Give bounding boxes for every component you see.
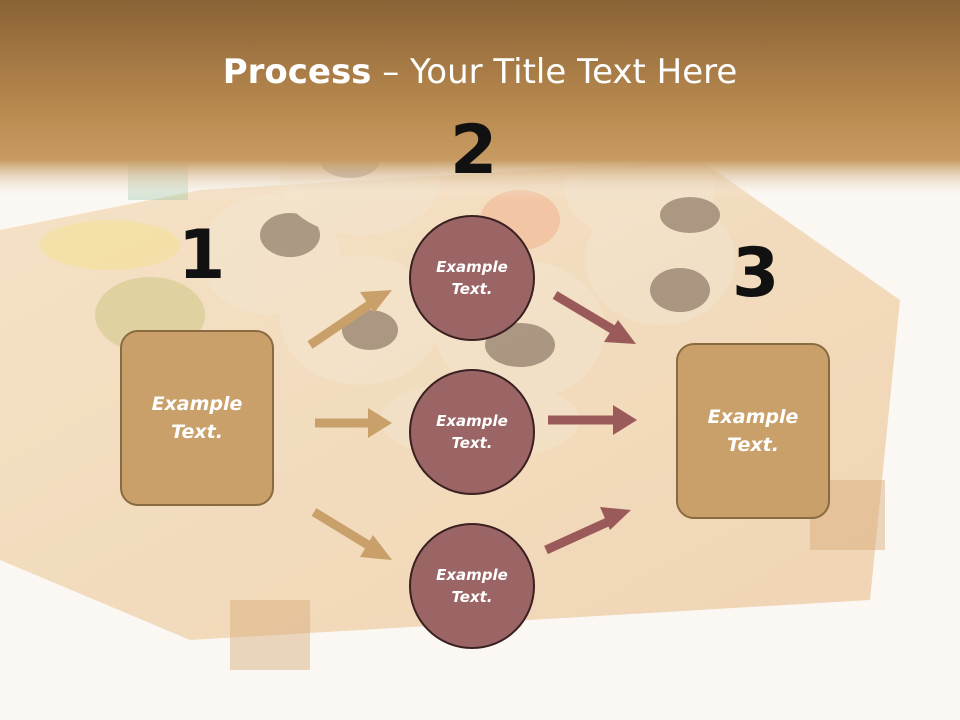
left-box-line1: Example: [151, 392, 243, 415]
circle-bottom-line2: Text.: [451, 588, 493, 606]
title-rest: – Your Title Text Here: [371, 52, 738, 92]
arrow-out-mid: [548, 405, 637, 435]
circle-bottom-line1: Example: [436, 565, 508, 584]
left-box-line2: Text.: [171, 421, 223, 443]
arrow-in-bot: [311, 508, 392, 560]
circle-middle-line2: Text.: [451, 434, 493, 452]
right-box-line2: Text.: [727, 434, 779, 456]
circle-middle: Example Text.: [409, 369, 535, 495]
step-number-3: 3: [732, 234, 780, 313]
step-number-2: 2: [450, 111, 498, 190]
page-title: Process – Your Title Text Here: [0, 52, 960, 92]
arrow-in-mid: [315, 408, 392, 438]
circle-top-line1: Example: [436, 257, 508, 276]
circle-top-line2: Text.: [451, 280, 493, 298]
arrow-out-top: [552, 291, 636, 344]
circle-top: Example Text.: [409, 215, 535, 341]
arrow-in-top: [307, 290, 392, 349]
right-box-line1: Example: [707, 405, 799, 428]
left-box: Example Text.: [120, 330, 274, 506]
circle-bottom: Example Text.: [409, 523, 535, 649]
arrow-out-bot: [544, 507, 631, 555]
step-number-1: 1: [178, 216, 226, 295]
circle-middle-line1: Example: [436, 411, 508, 430]
title-bold: Process: [222, 52, 372, 92]
right-box: Example Text.: [676, 343, 830, 519]
